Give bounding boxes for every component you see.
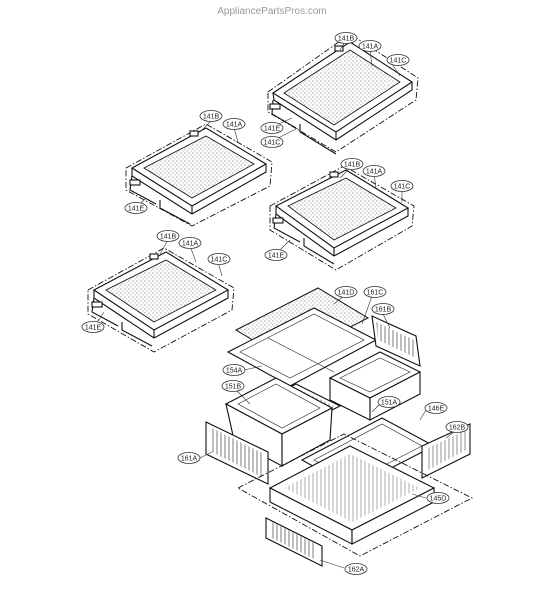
label-text: 141C (264, 140, 281, 147)
label-text: 141C (211, 257, 228, 264)
label-text: 141B (338, 36, 355, 43)
label-141d: 141D (334, 286, 358, 298)
label-151a: 151A (377, 396, 401, 408)
label-text: 141D (338, 290, 355, 297)
label-161b: 161B (371, 303, 395, 315)
label-text: 141E (264, 126, 281, 133)
glass-panel (143, 135, 255, 199)
label-text: 141E (268, 253, 285, 260)
label-141a-right-middle: 141A (362, 165, 386, 177)
label-text: 162A (348, 567, 365, 574)
shelf-left-lower (87, 247, 235, 353)
label-141e-left-upper: 141E (124, 202, 148, 214)
label-text: 151A (381, 400, 398, 407)
glass-panel (283, 49, 401, 126)
label-141a-left-lower: 141A (178, 237, 202, 249)
label-text: 161A (181, 456, 198, 463)
label-141a-top: 141A (358, 40, 382, 52)
label-text: 141B (203, 114, 220, 121)
label-text: 141A (362, 44, 379, 51)
label-text: 141E (85, 325, 102, 332)
label-text: 154A (226, 368, 243, 375)
label-text: 141C (390, 58, 407, 65)
label-161c: 161C (363, 286, 387, 298)
label-141b-right-middle: 141B (340, 158, 364, 170)
shelf-left-upper (125, 123, 273, 227)
label-text: 162B (449, 425, 466, 432)
label-141b-left-lower: 141B (156, 230, 180, 242)
label-141a-left-upper: 141A (222, 118, 246, 130)
label-text: 161B (375, 307, 392, 314)
label-text: 146E (428, 406, 445, 413)
label-text: 141A (182, 241, 199, 248)
shelf-top-right (267, 33, 419, 155)
label-162b: 162B (445, 421, 469, 433)
label-141e-left-lower: 141E (81, 321, 105, 333)
crisper-assembly (205, 287, 473, 567)
label-145d: 145D (426, 492, 450, 504)
label-146e: 146E (424, 402, 448, 414)
label-141b-top: 141B (334, 32, 358, 44)
label-text: 145D (430, 496, 447, 503)
label-154a: 154A (222, 364, 246, 376)
label-text: 141B (344, 162, 361, 169)
label-141b-left-upper: 141B (199, 110, 223, 122)
shelf-right-middle (269, 165, 415, 271)
label-141e-top: 141E (260, 122, 284, 134)
site-title: AppliancePartsPros.com (217, 6, 327, 17)
label-text: 161C (367, 290, 384, 297)
label-162a: 162A (344, 563, 368, 575)
label-text: 141A (366, 169, 383, 176)
label-141c-right-middle: 141C (390, 180, 414, 192)
label-text: 141A (226, 122, 243, 129)
label-141c-second: 141C (260, 136, 284, 148)
label-141c-top: 141C (386, 54, 410, 66)
glass-panel (105, 259, 217, 323)
label-161a: 161A (177, 452, 201, 464)
label-text: 151B (225, 384, 242, 391)
label-text: 141C (394, 184, 411, 191)
label-151b: 151B (221, 380, 245, 392)
label-141c-left-lower: 141C (207, 253, 231, 265)
glass-panel (287, 177, 397, 241)
label-141e-right-middle: 141E (264, 249, 288, 261)
label-text: 141B (160, 234, 177, 241)
label-text: 141E (128, 206, 145, 213)
